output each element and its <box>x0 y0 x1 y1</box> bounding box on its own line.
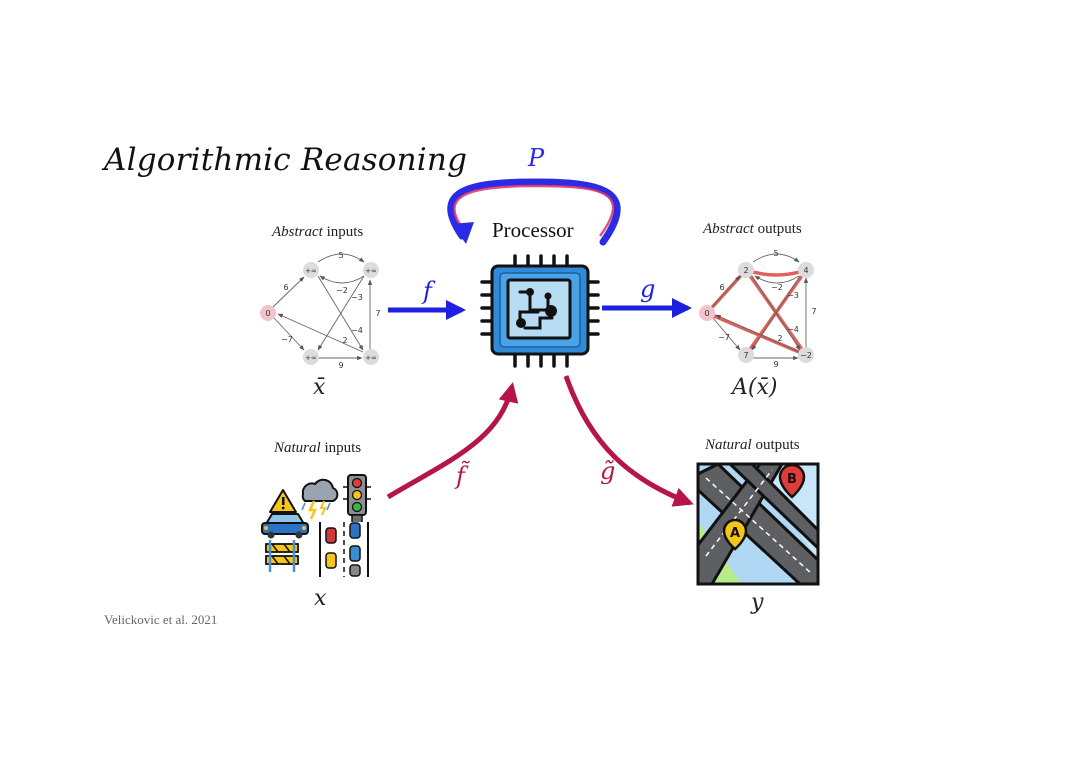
graph-edge-label: 6 <box>719 283 724 292</box>
caption-emphasis: Abstract <box>703 221 754 237</box>
graph-edge-label: 9 <box>773 360 778 369</box>
caption-text: inputs <box>320 440 362 456</box>
graph-node-label: 4 <box>803 266 808 275</box>
graph-edge-label: −3 <box>351 293 363 302</box>
arrow-f-tilde <box>386 382 519 500</box>
graph-edge-label: −7 <box>281 335 293 344</box>
natural-inputs-caption: Natural inputs <box>274 440 361 457</box>
graph-node-label: +∞ <box>365 267 377 275</box>
slide-title: Algorithmic Reasoning <box>104 142 468 178</box>
arrow-label-g-tilde: g̃ <box>600 457 616 485</box>
processor-chip-icon <box>480 254 600 368</box>
natural-outputs-map: A B <box>696 462 820 586</box>
caption-text: outputs <box>751 437 800 453</box>
graph-edge-label: 5 <box>773 249 778 258</box>
graph-edge-label: −2 <box>771 283 783 292</box>
loop-label-p: P <box>528 144 545 172</box>
graph-edge-label: 2 <box>342 336 347 345</box>
graph-edge-label: 7 <box>811 307 816 316</box>
graph-edge-label: 2 <box>777 334 782 343</box>
traffic-lanes-icon <box>318 522 370 577</box>
caption-text: inputs <box>322 224 364 240</box>
traffic-light-icon <box>343 474 371 526</box>
graph-edge-label: −3 <box>787 291 799 300</box>
graph-node-label: 0 <box>265 309 270 318</box>
graph-node-label: +∞ <box>365 354 377 362</box>
abstract-output-graph: 0 2 4 7 −2 5 6 −2 −3 −4 7 2 −7 9 <box>699 249 817 369</box>
map-pin-a-icon: A <box>722 518 748 551</box>
caption-emphasis: Natural <box>274 440 321 456</box>
car-icon <box>261 513 309 539</box>
abstract-inputs-caption: Abstract inputs <box>272 224 363 241</box>
natural-inputs-illustration <box>261 474 371 577</box>
graph-node-label: 7 <box>743 351 748 360</box>
processor-loop-arrow <box>447 178 621 246</box>
graph-node-label: 2 <box>743 266 748 275</box>
graph-edge-label: −7 <box>718 333 730 342</box>
graph-node-label: −2 <box>800 351 812 360</box>
warning-sign-icon <box>269 489 297 513</box>
graph-node-label: +∞ <box>305 267 317 275</box>
caption-text: outputs <box>753 221 802 237</box>
var-a-of-x-bar: A(x̄) <box>732 375 778 400</box>
arrow-label-f: f <box>423 277 432 305</box>
graph-edge-label: −4 <box>787 325 799 334</box>
caption-emphasis: Abstract <box>272 224 323 240</box>
graph-edge-label: 5 <box>338 251 343 260</box>
map-pin-label: B <box>787 472 797 487</box>
arrow-label-g: g <box>640 275 656 303</box>
graph-edge-label: 6 <box>283 283 288 292</box>
arrow-label-f-tilde: f̃ <box>456 462 465 490</box>
roadblock-icon <box>265 540 299 572</box>
graph-node-label: 0 <box>704 309 709 318</box>
graph-edge-label: −4 <box>351 326 363 335</box>
processor-label: Processor <box>492 218 574 242</box>
graph-node-label: +∞ <box>305 354 317 362</box>
graph-edge-label: −2 <box>336 286 348 295</box>
abstract-outputs-caption: Abstract outputs <box>703 221 802 238</box>
map-pin-label: A <box>730 526 740 541</box>
natural-outputs-caption: Natural outputs <box>705 437 800 454</box>
map-pin-b-icon: B <box>778 463 806 499</box>
storm-cloud-icon <box>301 478 339 520</box>
citation: Velickovic et al. 2021 <box>104 612 218 627</box>
graph-edge-label: 9 <box>338 361 343 370</box>
caption-emphasis: Natural <box>705 437 752 453</box>
var-y: y <box>751 590 764 615</box>
arrow-g-tilde <box>563 375 694 507</box>
var-x-bar: x̄ <box>313 375 326 400</box>
graph-edge-label: 7 <box>375 309 380 318</box>
var-x: x <box>314 586 327 611</box>
abstract-input-graph: 0 +∞ +∞ +∞ +∞ 5 6 −2 −3 −4 7 2 −7 9 <box>260 251 381 370</box>
